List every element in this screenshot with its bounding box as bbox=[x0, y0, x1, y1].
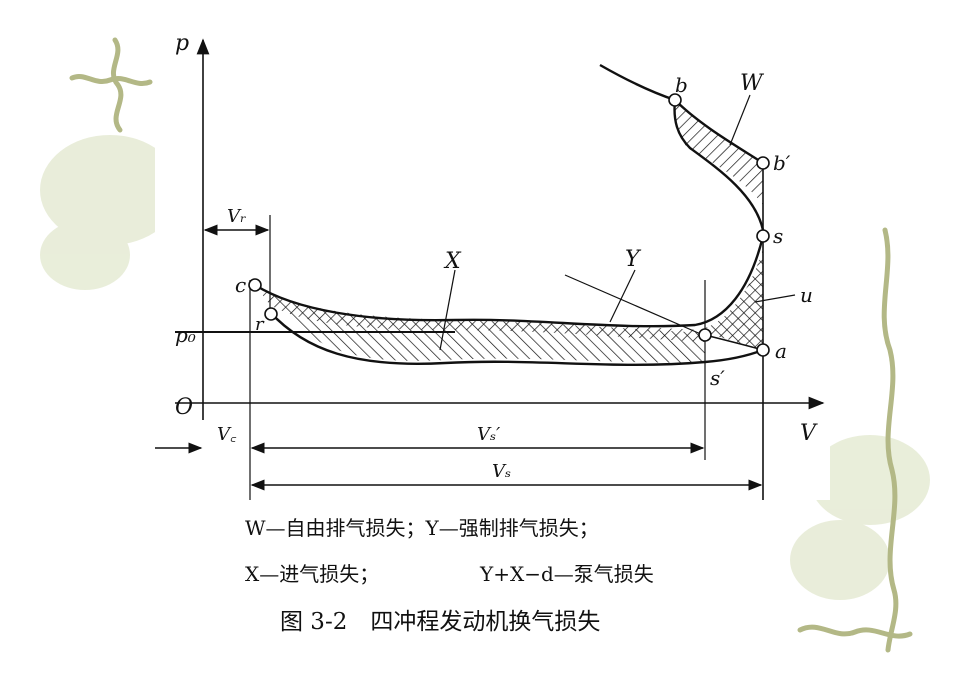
point-r bbox=[264, 307, 278, 321]
point-c bbox=[248, 278, 262, 292]
p0-label: p₀ bbox=[175, 323, 196, 347]
region-x-label: X bbox=[443, 249, 462, 274]
point-s bbox=[756, 229, 770, 243]
origin-label: O bbox=[175, 395, 193, 420]
point-a bbox=[756, 343, 770, 357]
point-c-label: c bbox=[235, 273, 246, 297]
caption-line-2a: X—进气损失； bbox=[245, 562, 380, 586]
region-y-label: Y bbox=[625, 247, 642, 272]
w-leader bbox=[729, 94, 751, 146]
vr-label: Vᵣ bbox=[227, 206, 246, 227]
pv-diagram: p V O p₀ b b′ s u a s′ c r W X Y Vᵣ V꜀ V… bbox=[155, 31, 825, 500]
point-b-prime-label: b′ bbox=[773, 151, 791, 175]
y-leader bbox=[609, 269, 636, 323]
vc-label: V꜀ bbox=[217, 424, 237, 445]
vs-prime-label: Vₛ′ bbox=[477, 424, 500, 445]
point-b-label: b bbox=[675, 73, 688, 97]
x-leader bbox=[439, 269, 456, 351]
exhaust-curve bbox=[254, 235, 765, 328]
point-u-label: u bbox=[800, 283, 813, 307]
region-y-hatch bbox=[255, 285, 705, 342]
region-w-hatch bbox=[674, 100, 763, 205]
region-w-label: W bbox=[740, 71, 765, 96]
caption: W—自由排气损失；Y—强制排气损失； X—进气损失； Y+X−d—泵气损失 图 … bbox=[200, 500, 790, 650]
blowdown-curve bbox=[673, 99, 765, 231]
caption-line-2b: Y+X−d—泵气损失 bbox=[480, 562, 654, 586]
point-s-prime-label: s′ bbox=[710, 366, 725, 390]
vs-label: Vₛ bbox=[492, 461, 511, 482]
u-leader bbox=[754, 294, 796, 303]
intake-curve bbox=[269, 311, 764, 367]
caption-line-1: W—自由排气损失；Y—强制排气损失； bbox=[245, 516, 599, 540]
x-axis-label: V bbox=[800, 421, 818, 446]
y-axis-label: p bbox=[175, 31, 189, 56]
point-b bbox=[668, 93, 682, 107]
point-a-label: a bbox=[775, 339, 787, 363]
point-s-prime bbox=[698, 328, 712, 342]
point-b-prime bbox=[756, 156, 770, 170]
point-s-label: s bbox=[773, 224, 783, 248]
y-leader-2 bbox=[564, 274, 704, 336]
pv-diagram-figure: p V O p₀ b b′ s u a s′ c r W X Y Vᵣ V꜀ V… bbox=[155, 30, 830, 500]
point-r-label: r bbox=[255, 314, 265, 335]
figure-title: 图 3-2 四冲程发动机换气损失 bbox=[280, 609, 601, 635]
